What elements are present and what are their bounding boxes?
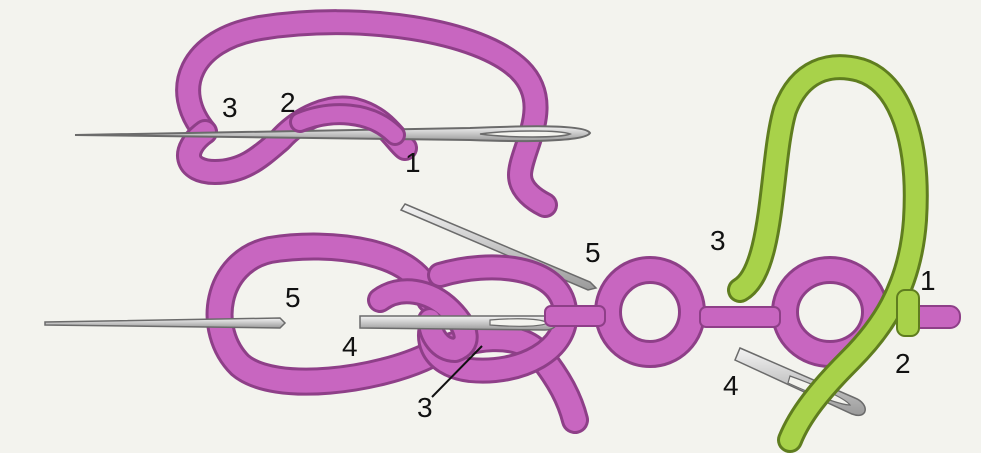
green-thread <box>740 67 916 440</box>
bottom-label-2-right: 2 <box>895 348 911 379</box>
left-needle <box>45 316 556 330</box>
bottom-label-3-right: 3 <box>710 225 726 256</box>
top-label-3: 3 <box>222 92 238 123</box>
bottom-label-3-left: 3 <box>417 392 433 423</box>
top-label-2: 2 <box>280 87 296 118</box>
bottom-label-5-left: 5 <box>285 282 301 313</box>
top-needle <box>75 126 590 141</box>
green-stitch-point <box>897 290 919 336</box>
bottom-label-4-right: 4 <box>723 370 739 401</box>
bottom-label-1-right: 1 <box>920 265 936 296</box>
bottom-label-5-mid: 5 <box>585 237 601 268</box>
bottom-label-4-left: 4 <box>342 331 358 362</box>
top-label-1: 1 <box>405 147 421 178</box>
bottom-stitch-figure: 5 4 3 5 3 1 2 4 <box>45 67 960 440</box>
top-stitch-figure: 3 2 1 <box>75 22 590 205</box>
